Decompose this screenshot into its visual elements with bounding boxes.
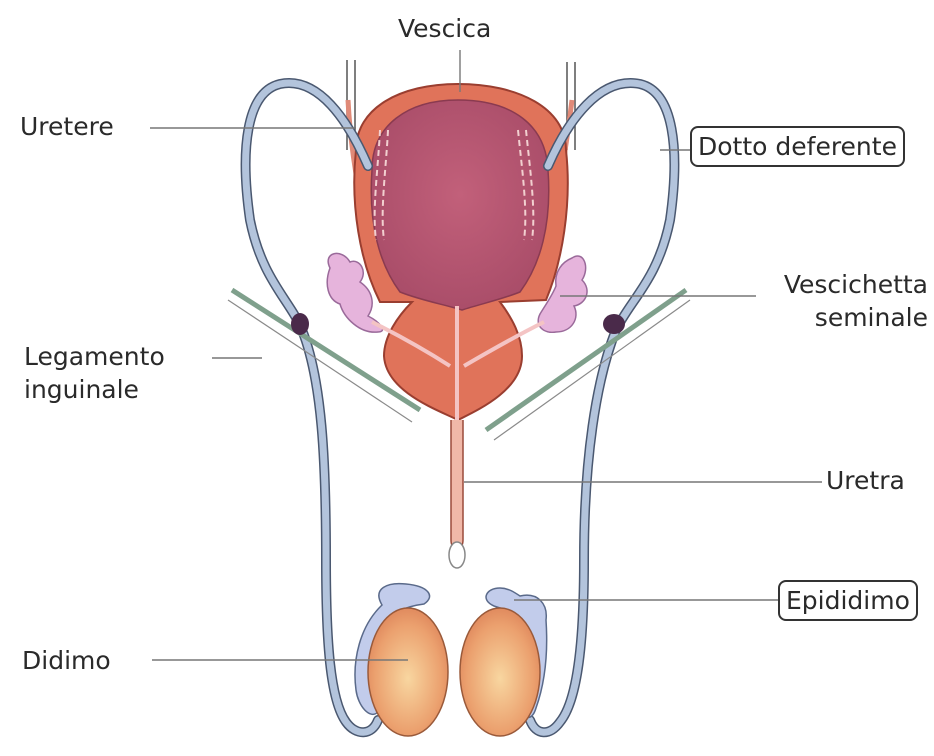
label-uretra: Uretra (826, 464, 905, 497)
label-legamento-line2: inguinale (24, 373, 165, 406)
label-epididimo: Epididimo (778, 580, 918, 621)
label-vescichetta-line1: Vescichetta (752, 268, 928, 301)
bladder-cavity (371, 100, 549, 310)
label-didimo: Didimo (22, 644, 111, 677)
label-uretere: Uretere (20, 110, 114, 143)
label-dotto-deferente: Dotto deferente (690, 126, 905, 167)
label-legamento-inguinale: Legamento inguinale (24, 340, 165, 406)
label-legamento-line1: Legamento (24, 340, 165, 373)
testes (368, 608, 540, 736)
label-vescichetta-line2: seminale (752, 301, 928, 334)
label-vescichetta-seminale: Vescichetta seminale (752, 268, 928, 334)
label-vescica: Vescica (398, 12, 491, 45)
